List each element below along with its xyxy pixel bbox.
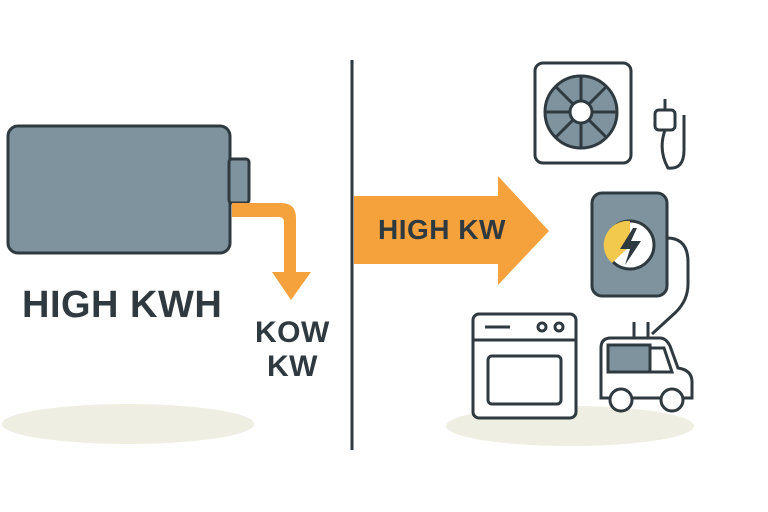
low-output-label-line1: KOW <box>255 316 330 349</box>
battery-label: HIGH KWH <box>22 284 223 326</box>
high-output-label: HIGH KW <box>378 214 506 245</box>
high-output-arrow <box>354 176 549 285</box>
low-output-arrow <box>232 203 311 300</box>
left-ground-shadow <box>2 404 254 444</box>
electric-vehicle-icon <box>599 322 694 413</box>
oven-icon <box>471 312 578 420</box>
low-output-label-line2: KW <box>267 350 318 383</box>
lightning-icon <box>603 219 656 271</box>
plug-icon <box>653 99 686 170</box>
power-unit-icon <box>590 191 690 336</box>
battery-icon <box>6 124 251 255</box>
exhaust-fan-icon <box>533 61 633 165</box>
